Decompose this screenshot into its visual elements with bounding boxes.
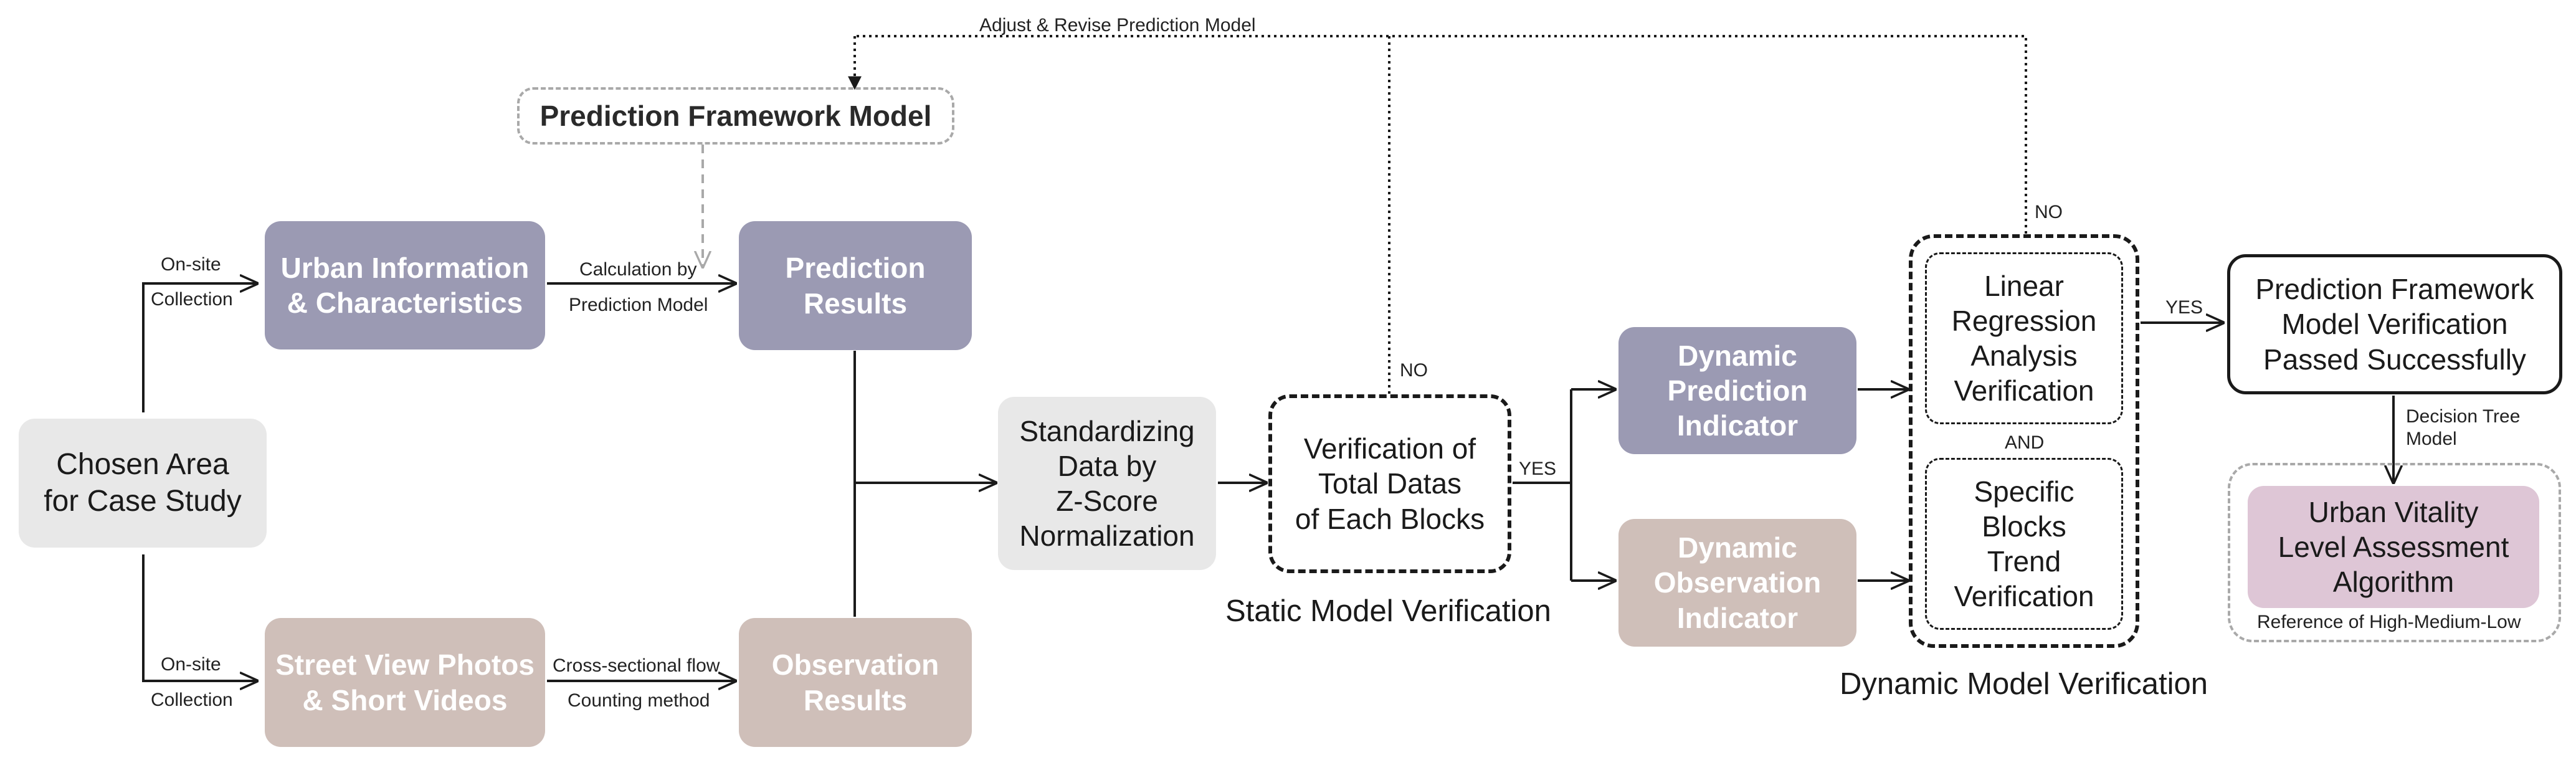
dynamic-verification-caption: Dynamic Model Verification (1840, 667, 2208, 701)
counting-method-label: Counting method (568, 690, 710, 711)
dynamic-observation-node: Dynamic Observation Indicator (1618, 519, 1856, 647)
urban-vitality-node: Urban Vitality Level Assessment Algorith… (2248, 486, 2539, 608)
verification-passed-node: Prediction Framework Model Verification … (2227, 254, 2562, 394)
specific-blocks-node: Specific Blocks Trend Verification (1925, 458, 2123, 630)
linear-regression-node: Linear Regression Analysis Verification (1925, 252, 2123, 424)
decision-tree-label-2: Model (2406, 429, 2457, 449)
prediction-framework-model-node: Prediction Framework Model (517, 87, 954, 145)
chosen-area-node: Chosen Area for Case Study (19, 419, 267, 548)
no-static-label: NO (1400, 360, 1428, 381)
calculation-label-2: Prediction Model (569, 295, 708, 315)
dynamic-verification-group (1909, 234, 2139, 648)
reference-label: Reference of High-Medium-Low (2257, 612, 2521, 632)
calculation-label: Calculation by (579, 259, 697, 280)
edge-feedback-dynamic (855, 35, 2027, 234)
static-verification-caption: Static Model Verification (1225, 594, 1551, 628)
onsite-bottom-label: On-site (161, 654, 221, 675)
urban-information-node: Urban Information & Characteristics (265, 221, 545, 349)
verification-total-node: Verification of Total Datas of Each Bloc… (1268, 394, 1511, 573)
onsite-top-label-2: Collection (151, 289, 233, 310)
edge-chosen-to-street (142, 554, 257, 681)
onsite-top-label: On-site (161, 254, 221, 275)
standardizing-node: Standardizing Data by Z-Score Normalizat… (998, 397, 1216, 570)
no-dynamic-label: NO (2035, 202, 2063, 222)
and-label: AND (2005, 432, 2045, 453)
decision-tree-label: Decision Tree (2406, 406, 2521, 427)
edge-chosen-to-urban (142, 283, 257, 412)
edge-yes-fork (1513, 388, 1614, 582)
dynamic-prediction-node: Dynamic Prediction Indicator (1618, 327, 1856, 454)
observation-results-node: Observation Results (739, 618, 972, 747)
cross-sectional-label: Cross-sectional flow (553, 655, 720, 676)
yes-static-label: YES (1519, 459, 1557, 479)
onsite-bottom-label-2: Collection (151, 690, 233, 710)
vitality-group (2228, 463, 2561, 642)
adjust-revise-label: Adjust & Revise Prediction Model (979, 15, 1256, 36)
yes-dynamic-label: YES (2165, 297, 2203, 318)
prediction-results-node: Prediction Results (739, 221, 972, 350)
street-view-node: Street View Photos & Short Videos (265, 618, 545, 747)
